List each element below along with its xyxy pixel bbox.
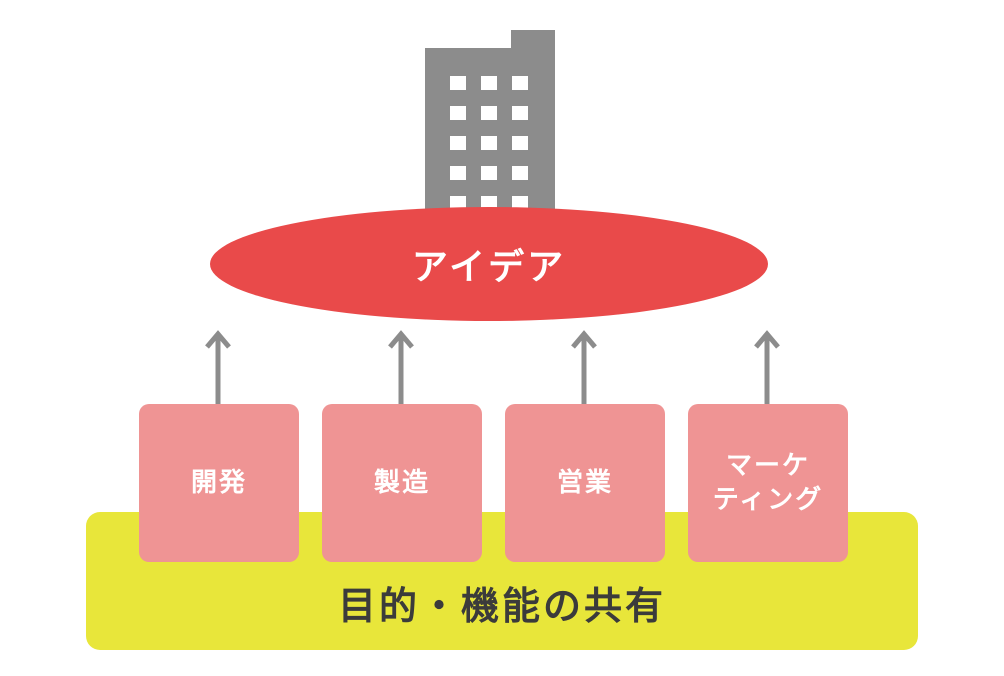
up-arrow-icon [754, 330, 780, 404]
function-box-sales: 営業 [505, 404, 665, 562]
function-box-development: 開発 [139, 404, 299, 562]
function-box-manufacturing: 製造 [322, 404, 482, 562]
function-label: マーケ ティング [712, 451, 824, 515]
shared-purpose-label: 目的・機能の共有 [337, 584, 666, 628]
up-arrow-icon [205, 330, 231, 404]
function-label: 製造 [373, 468, 430, 498]
function-box-marketing: マーケ ティング [688, 404, 848, 562]
function-label: 開発 [190, 468, 247, 498]
function-label: 営業 [556, 468, 613, 498]
up-arrow-icon [388, 330, 414, 404]
idea-label: アイデア [411, 247, 567, 288]
up-arrow-icon [571, 330, 597, 404]
idea-ellipse: アイデア [210, 207, 768, 321]
